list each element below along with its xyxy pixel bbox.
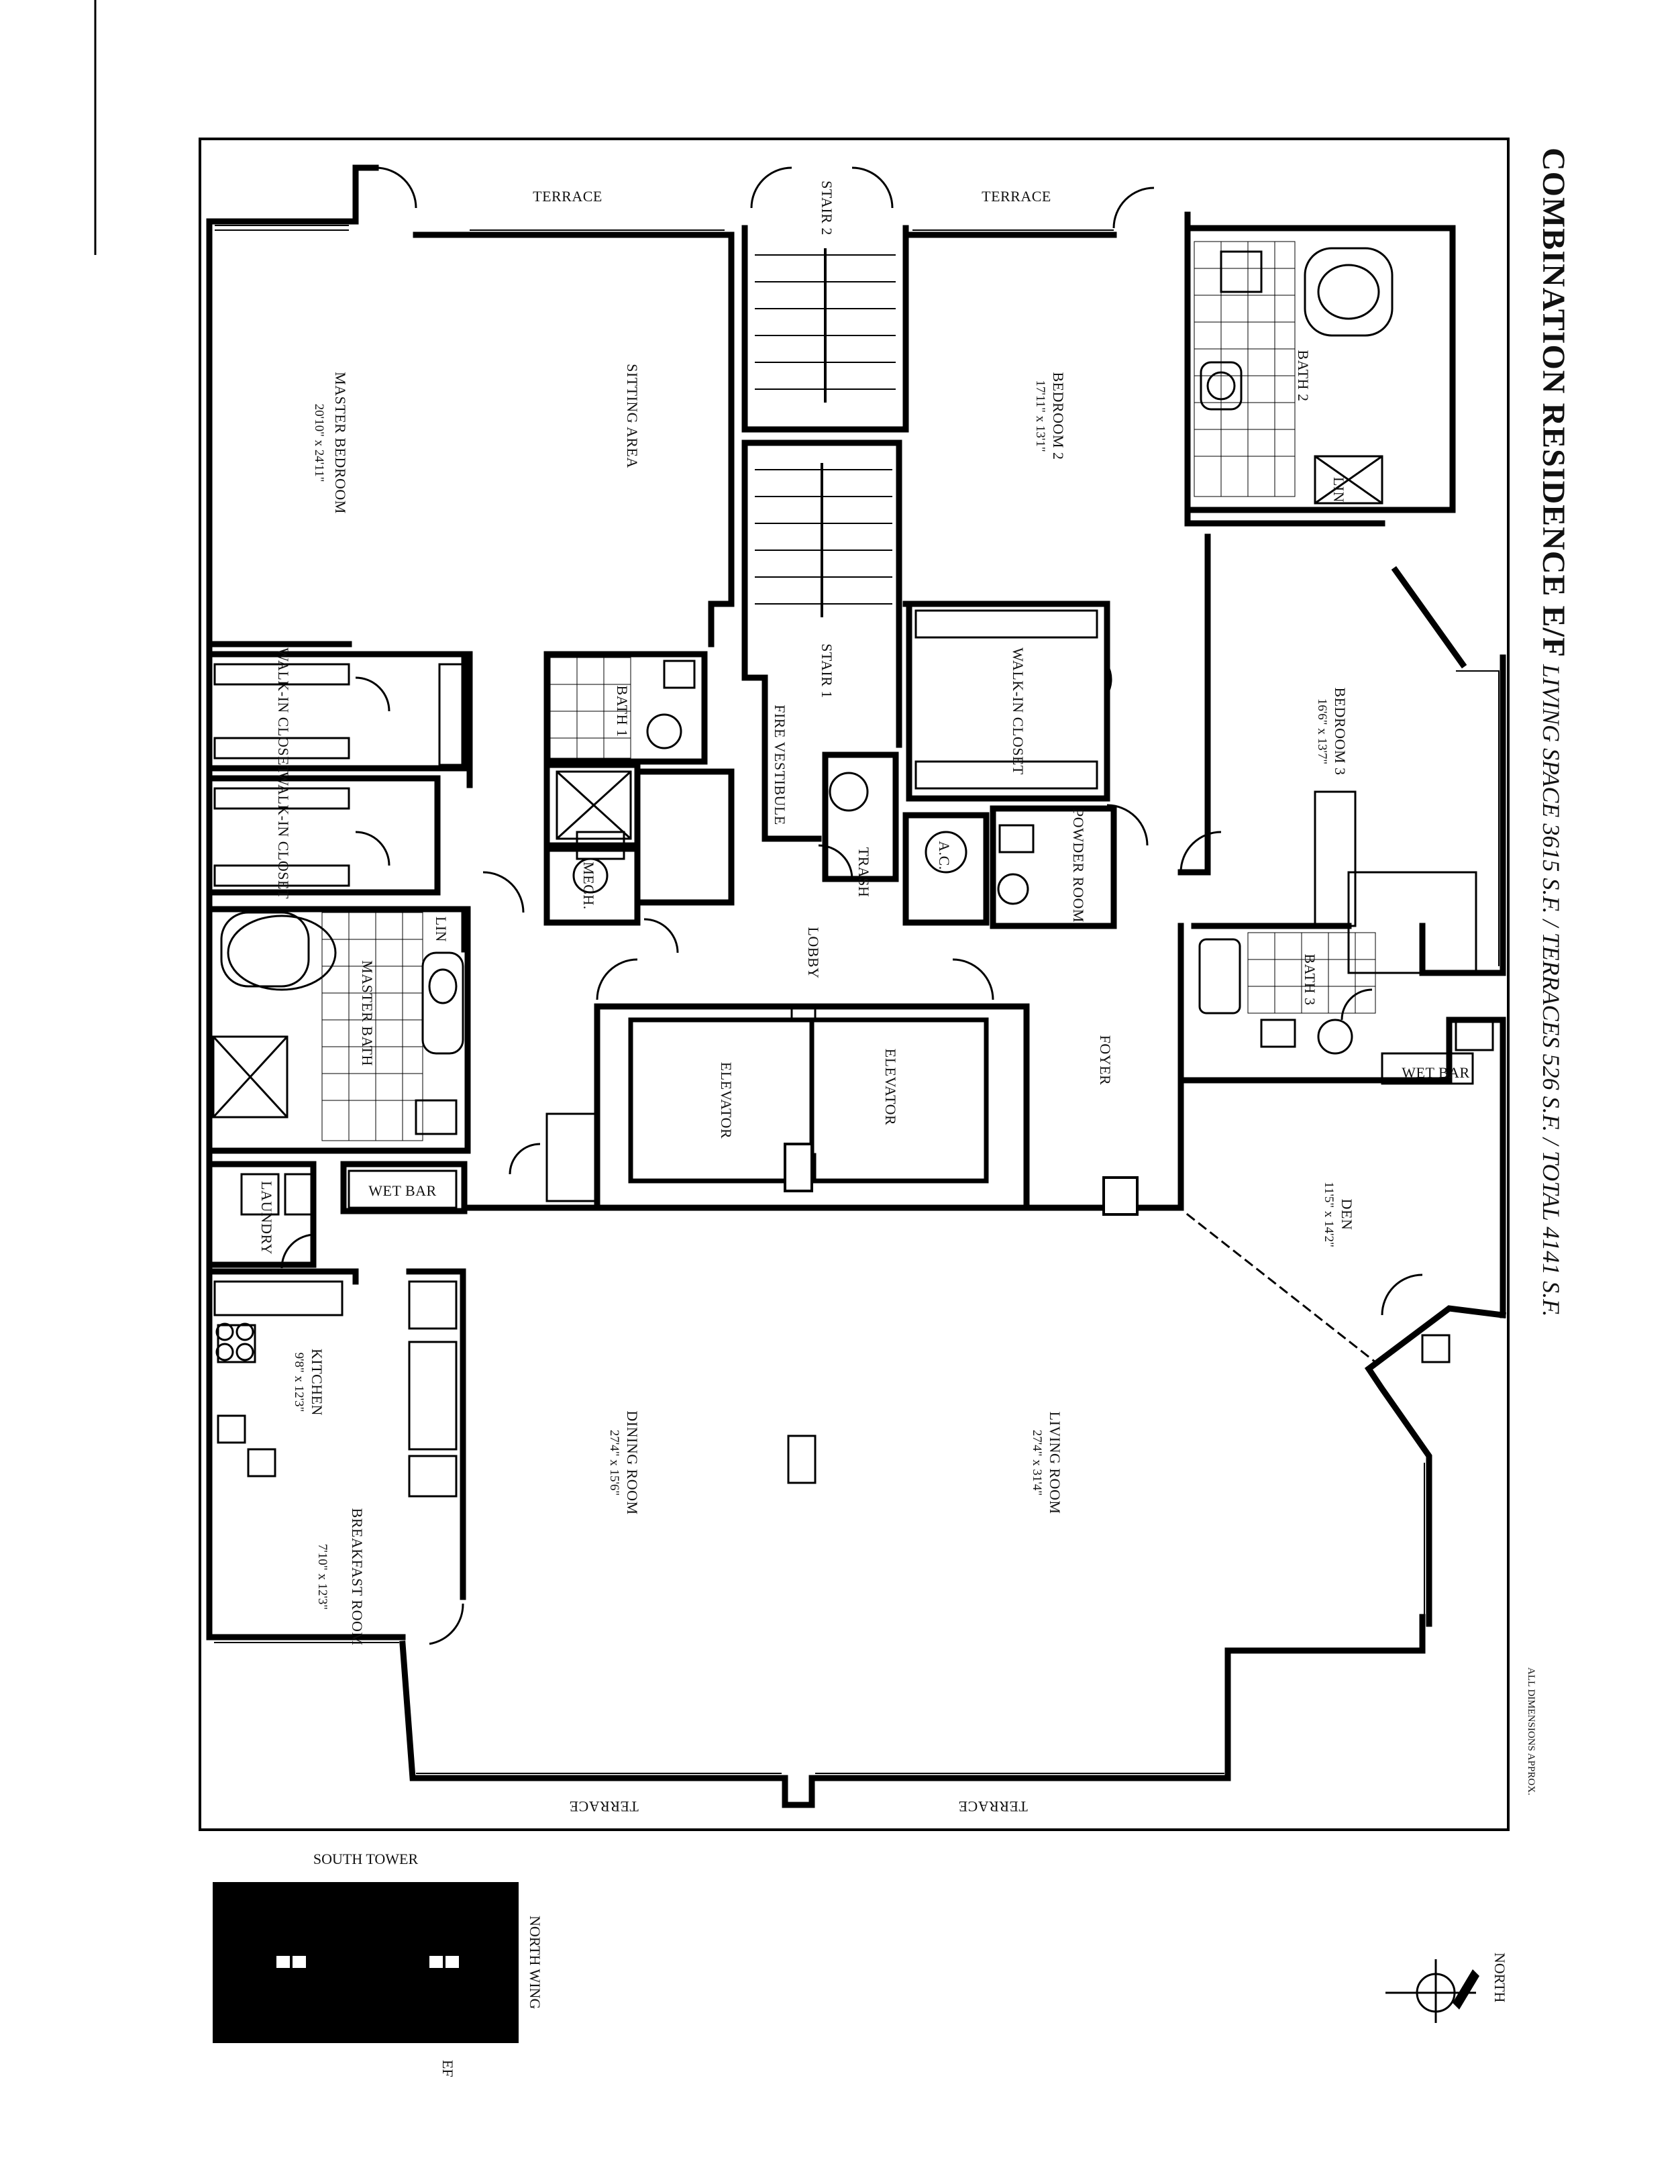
plan-frame (199, 138, 1510, 1831)
compass-label: NORTH (1491, 1953, 1508, 2003)
fixtures (212, 247, 1494, 1498)
label-wet-bar-left: WET BAR (368, 1182, 436, 1199)
windows (214, 225, 1500, 1774)
label-sitting-area: SITTING AREA (624, 364, 641, 468)
label-kitchen-dim: 9'8" x 12'3" (292, 1353, 306, 1412)
label-master-bedroom-dim: 20'10" x 24'11" (312, 404, 326, 482)
key-plan-north-wing: NORTH WING (527, 1916, 543, 2010)
label-stair-1: STAIR 1 (819, 643, 835, 698)
label-wet-bar-right: WET BAR (1402, 1064, 1469, 1081)
label-walkin-closet-right: WALK-IN CLOSET (1010, 647, 1027, 775)
label-terrace-bottom-right: TERRACE (958, 1798, 1028, 1815)
label-breakfast-room-dim: 7'10" x 12'3" (315, 1544, 329, 1610)
label-bedroom-3: BEDROOM 3 (1332, 687, 1349, 775)
label-elevator-2: ELEVATOR (882, 1049, 899, 1125)
key-plan-block (213, 1882, 519, 2043)
label-bedroom-2: BEDROOM 2 (1050, 372, 1067, 460)
key-plan: SOUTH TOWER NORTH WING EF (213, 1851, 543, 2077)
room-labels: TERRACE TERRACE STAIR 2 STAIR 1 MASTER B… (258, 180, 1469, 1815)
label-den-dim: 11'5" x 14'2" (1322, 1182, 1336, 1247)
key-plan-unit-mark-2 (293, 1956, 306, 1968)
label-powder-room: POWDER ROOM (1070, 809, 1087, 923)
label-breakfast-room: BREAKFAST ROOM (349, 1508, 366, 1646)
label-kitchen: KITCHEN (309, 1349, 325, 1416)
tile-floors (321, 241, 1376, 1141)
dimensions-note: ALL DIMENSIONS APPROX. (1526, 1667, 1536, 1796)
label-bedroom-3-dim: 16'6" x 13'7" (1315, 698, 1329, 764)
label-fire-vestibule: FIRE VESTIBULE (772, 705, 788, 825)
north-arrow-icon: NORTH (1385, 1953, 1508, 2023)
label-laundry: LAUNDRY (258, 1181, 275, 1255)
plan-subtitle: LIVING SPACE 3615 S.F. / TERRACES 526 S.… (1538, 664, 1565, 1316)
label-den: DEN (1338, 1199, 1355, 1231)
label-bedroom-2-dim: 17'11" x 13'1" (1033, 380, 1047, 452)
key-plan-unit-label: EF (439, 2060, 456, 2077)
label-walkin-closet-left-2: WALK-IN CLOSET (275, 772, 292, 899)
label-lin-left: LIN (433, 917, 450, 942)
label-bath-3: BATH 3 (1302, 954, 1318, 1006)
columns (784, 1143, 1139, 1216)
key-plan-south-tower: SOUTH TOWER (313, 1851, 419, 1867)
key-plan-unit-mark-4 (445, 1956, 459, 1968)
label-foyer: FOYER (1097, 1035, 1114, 1086)
label-living-room: LIVING ROOM (1047, 1412, 1063, 1514)
plan-title: COMBINATION RESIDENCE E/F (1536, 148, 1571, 658)
label-terrace-bottom-left: TERRACE (569, 1798, 639, 1815)
label-master-bedroom: MASTER BEDROOM (332, 372, 349, 514)
label-dining-room-dim: 27'4" x 15'6" (607, 1430, 621, 1496)
label-dining-room: DINING ROOM (624, 1410, 641, 1514)
label-living-room-dim: 27'4" x 31'4" (1030, 1430, 1044, 1496)
label-master-bath: MASTER BATH (359, 960, 376, 1066)
label-bath-1: BATH 1 (614, 686, 631, 737)
key-plan-unit-mark-1 (276, 1956, 290, 1968)
label-lobby: LOBBY (805, 927, 822, 978)
label-walkin-closet-left-1: WALK-IN CLOSET (275, 647, 292, 775)
label-terrace-top-right: TERRACE (982, 188, 1051, 205)
label-lin-top: LIN (1330, 477, 1347, 503)
label-ac: A.C. (936, 841, 953, 870)
stair-treads (755, 248, 896, 617)
label-terrace-top-left: TERRACE (533, 188, 602, 205)
label-trash: TRASH (855, 847, 872, 898)
label-mech: MECH. (580, 862, 597, 910)
label-elevator-1: ELEVATOR (718, 1062, 735, 1139)
key-plan-unit-mark-3 (429, 1956, 443, 1968)
label-stair-2: STAIR 2 (819, 180, 835, 236)
door-swings (280, 166, 1423, 1645)
label-bath-2: BATH 2 (1295, 350, 1312, 402)
